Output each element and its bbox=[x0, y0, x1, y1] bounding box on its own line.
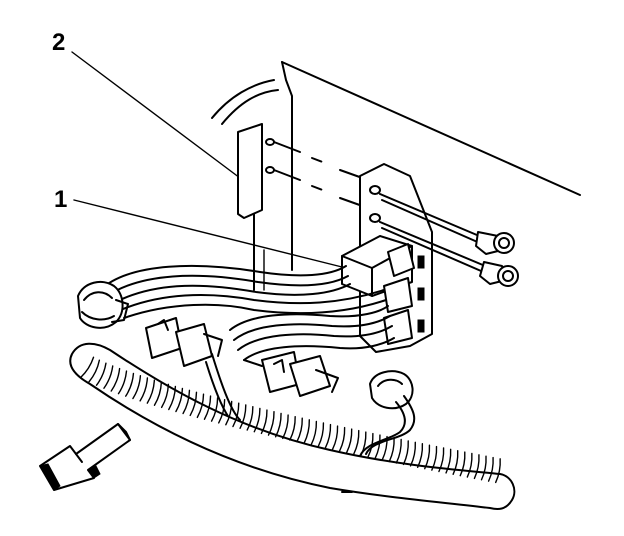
conduit-rib bbox=[225, 400, 233, 426]
wire-bundle bbox=[99, 264, 395, 361]
conduit-rib bbox=[353, 429, 360, 455]
relay-module bbox=[341, 163, 433, 353]
conduit-rib bbox=[367, 432, 374, 458]
conduit-rib bbox=[338, 426, 346, 452]
conduit-rib bbox=[381, 435, 388, 461]
conduit-rib bbox=[388, 437, 395, 463]
conduit-rib bbox=[289, 415, 296, 441]
conduit-rib bbox=[459, 451, 466, 477]
connector-right bbox=[243, 351, 339, 397]
conduit-rib bbox=[210, 397, 219, 422]
corrugated-conduit bbox=[69, 342, 516, 510]
conduit-rib bbox=[466, 452, 473, 478]
conduit-rib bbox=[374, 434, 381, 460]
conduit-rib bbox=[494, 458, 501, 484]
screw-lower bbox=[379, 221, 519, 287]
conduit-rib bbox=[317, 422, 325, 448]
conduit-rib bbox=[438, 447, 445, 473]
conduit-rib bbox=[146, 379, 156, 404]
conduit-rib bbox=[79, 356, 95, 379]
conduit-rib bbox=[324, 423, 332, 449]
conduit-rib bbox=[395, 438, 402, 464]
connector-left bbox=[77, 280, 129, 329]
conduit-rib bbox=[139, 377, 149, 402]
conduit-rib bbox=[189, 391, 198, 417]
conduit-rib bbox=[331, 425, 339, 451]
conduit-rib bbox=[217, 398, 226, 424]
conduit-rib bbox=[452, 450, 459, 475]
conduit-rib bbox=[153, 381, 163, 406]
leader-line-1 bbox=[73, 199, 347, 269]
conduit-rib bbox=[103, 365, 114, 389]
conduit-rib bbox=[239, 404, 247, 429]
conduit-rib bbox=[416, 443, 424, 468]
conduit-rib bbox=[110, 367, 121, 392]
conduit-rib bbox=[196, 393, 205, 419]
connector-middle bbox=[145, 317, 241, 425]
callout-label-1: 1 bbox=[54, 186, 67, 213]
conduit-rib bbox=[182, 389, 191, 415]
conduit-rib bbox=[431, 445, 438, 471]
conduit-rib bbox=[203, 395, 212, 420]
callout-label-2: 2 bbox=[52, 29, 65, 56]
conduit-rib bbox=[409, 441, 417, 467]
conduit-rib bbox=[345, 428, 353, 454]
conduit-rib bbox=[445, 448, 452, 474]
conduit-rib bbox=[402, 440, 409, 466]
direction-arrow-icon bbox=[39, 423, 131, 491]
conduit-rib bbox=[480, 455, 487, 481]
conduit-rib bbox=[160, 383, 170, 409]
conduit-rib bbox=[260, 409, 268, 435]
conduit-rib bbox=[473, 454, 480, 480]
conduit-rib bbox=[424, 444, 431, 470]
conduit-rib bbox=[310, 420, 318, 446]
screw-upper bbox=[379, 193, 515, 255]
conduit-rib bbox=[88, 359, 101, 383]
conduit-rib bbox=[175, 387, 184, 413]
connector-pigtail bbox=[359, 370, 416, 457]
conduit-rib bbox=[117, 370, 128, 395]
conduit-rib bbox=[487, 456, 494, 482]
conduit-rib bbox=[125, 372, 135, 397]
mounting-bracket bbox=[237, 123, 369, 219]
conduit-rib bbox=[253, 407, 261, 433]
conduit-rib bbox=[132, 375, 142, 400]
conduit-rib bbox=[168, 385, 177, 411]
leader-line-2 bbox=[71, 51, 241, 179]
conduit-rib bbox=[246, 405, 254, 431]
conduit-rib bbox=[296, 417, 303, 443]
conduit-rib bbox=[303, 419, 310, 444]
conduit-rib bbox=[274, 412, 282, 438]
conduit-rib bbox=[360, 431, 367, 457]
conduit-rib bbox=[95, 362, 107, 386]
conduit-rib bbox=[267, 411, 275, 436]
conduit-rib bbox=[282, 414, 289, 440]
conduit-rib bbox=[232, 402, 240, 428]
